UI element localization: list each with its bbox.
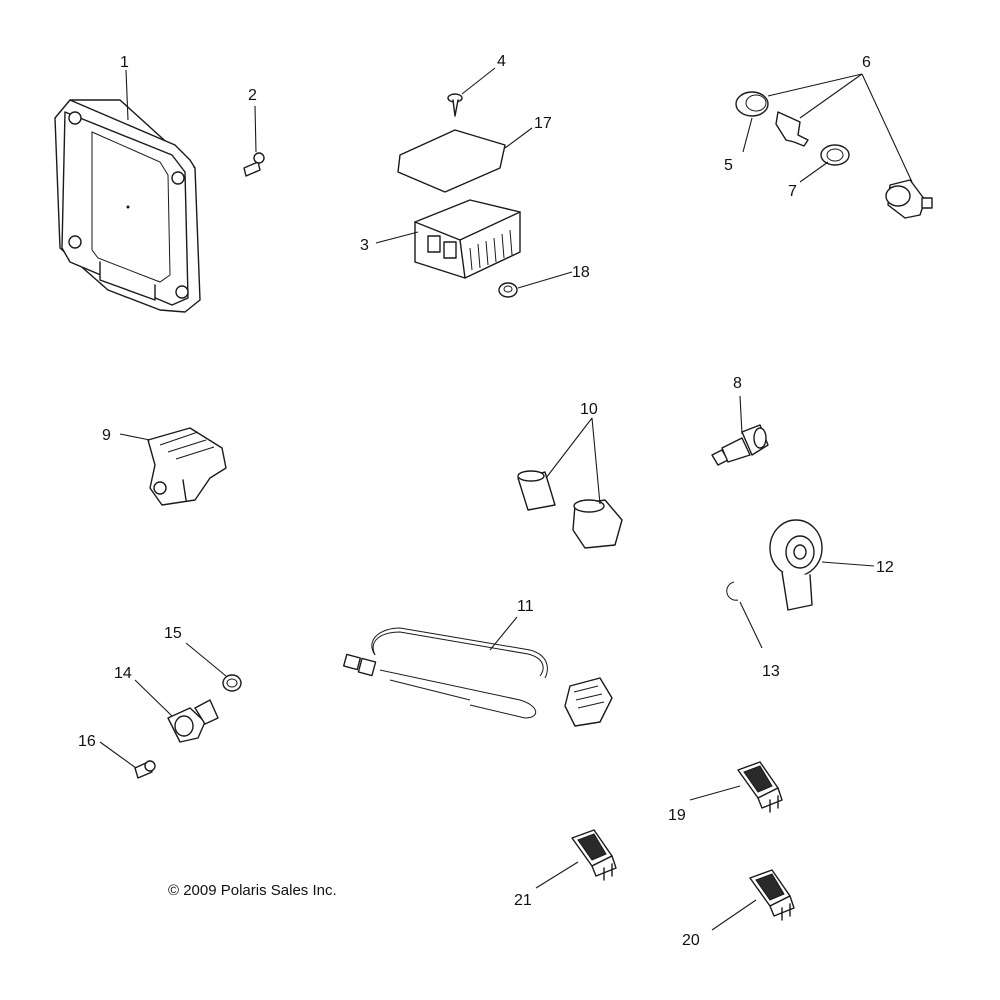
callout-5: 5 xyxy=(724,157,733,174)
part-10-sleeves xyxy=(517,470,623,549)
part-8-temp-sensor xyxy=(711,424,769,466)
callout-3: 3 xyxy=(360,237,369,254)
callout-9: 9 xyxy=(102,427,111,444)
part-17-gasket xyxy=(397,129,506,193)
copyright-notice: © 2009 Polaris Sales Inc. xyxy=(168,882,337,899)
callout-20: 20 xyxy=(682,932,700,949)
part-19-relay xyxy=(737,761,783,813)
part-4-screw xyxy=(447,93,463,117)
callout-2: 2 xyxy=(248,87,257,104)
callout-13: 13 xyxy=(762,663,780,680)
part-14-sensor xyxy=(167,699,219,743)
callout-15: 15 xyxy=(164,625,182,642)
part-16-bolt xyxy=(134,760,156,779)
part-6-bracket xyxy=(775,111,809,147)
part-13-clip xyxy=(726,581,739,601)
part-21-relay xyxy=(571,829,617,881)
callout-16: 16 xyxy=(78,733,96,750)
callout-12: 12 xyxy=(876,559,894,576)
callout-18: 18 xyxy=(572,264,590,281)
part-18-nut xyxy=(498,282,518,298)
part-20-relay xyxy=(749,869,795,921)
callout-14: 14 xyxy=(114,665,132,682)
part-2-bolt xyxy=(243,152,265,177)
part-9-map-sensor xyxy=(147,427,227,506)
callout-11: 11 xyxy=(517,598,534,615)
callout-17: 17 xyxy=(534,115,552,132)
callout-6: 6 xyxy=(862,54,871,71)
part-1-ecu xyxy=(54,99,201,313)
part-6-sensor xyxy=(885,179,933,219)
callout-19: 19 xyxy=(668,807,686,824)
part-15-o-ring xyxy=(222,674,242,692)
callout-21: 21 xyxy=(514,892,532,909)
part-7-seal xyxy=(820,144,850,166)
part-5-grommet xyxy=(735,91,769,117)
part-3-regulator xyxy=(414,199,521,279)
callout-7: 7 xyxy=(788,183,797,200)
callout-10: 10 xyxy=(580,401,598,418)
callout-4: 4 xyxy=(497,53,506,70)
part-12-knock-sensor xyxy=(769,519,823,611)
part-11-harness xyxy=(342,627,613,727)
callout-1: 1 xyxy=(120,54,129,71)
callout-8: 8 xyxy=(733,375,742,392)
